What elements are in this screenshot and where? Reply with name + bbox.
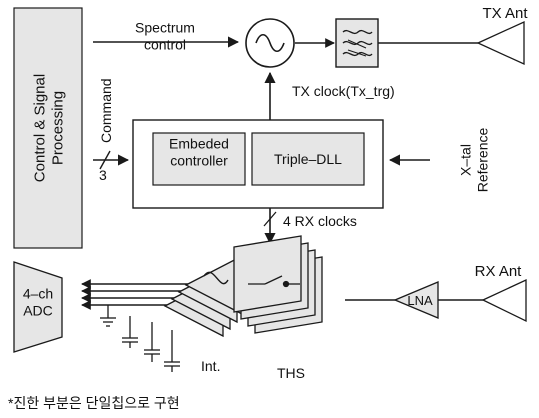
rx-clocks-label: 4 RX clocks <box>283 213 357 229</box>
switch-icon <box>264 275 283 285</box>
triple-dll-block <box>251 132 365 186</box>
triple-dll-label: Triple–DLL <box>274 151 342 167</box>
integrator-label: Int. <box>201 358 220 374</box>
lna-label: LNA <box>407 293 433 308</box>
ths-sampler-stack <box>233 235 323 334</box>
integrator-stack <box>163 253 245 338</box>
rx-antenna-icon <box>481 278 527 323</box>
tx-filter-symbol <box>335 18 379 68</box>
oscillator-symbol <box>245 18 295 68</box>
embedded-controller-block <box>152 132 246 186</box>
footnote: *진한 부분은 단일칩으로 구현 <box>8 395 180 411</box>
bus-width-label: 3 <box>99 167 107 183</box>
sine-wave-icon <box>255 33 285 53</box>
adc-block <box>13 261 63 353</box>
tx-antenna-icon <box>476 20 525 66</box>
bus-width-slash <box>99 150 111 170</box>
tx-clock-label: TX clock(Tx_trg) <box>292 83 395 99</box>
control-signal-processing-label: Control & SignalProcessing <box>31 74 66 182</box>
integral-icon <box>203 271 229 285</box>
xtal-reference-label: X–talReference <box>458 127 491 192</box>
integration-capacitors <box>100 305 180 372</box>
rx-clocks-slash <box>263 211 277 227</box>
command-label: Command <box>98 78 114 143</box>
rx-ant-label: RX Ant <box>475 263 523 280</box>
control-signal-processing-block: Control & SignalProcessing <box>13 7 83 249</box>
tx-ant-label: TX Ant <box>482 5 528 22</box>
ths-label: THS <box>277 365 305 381</box>
